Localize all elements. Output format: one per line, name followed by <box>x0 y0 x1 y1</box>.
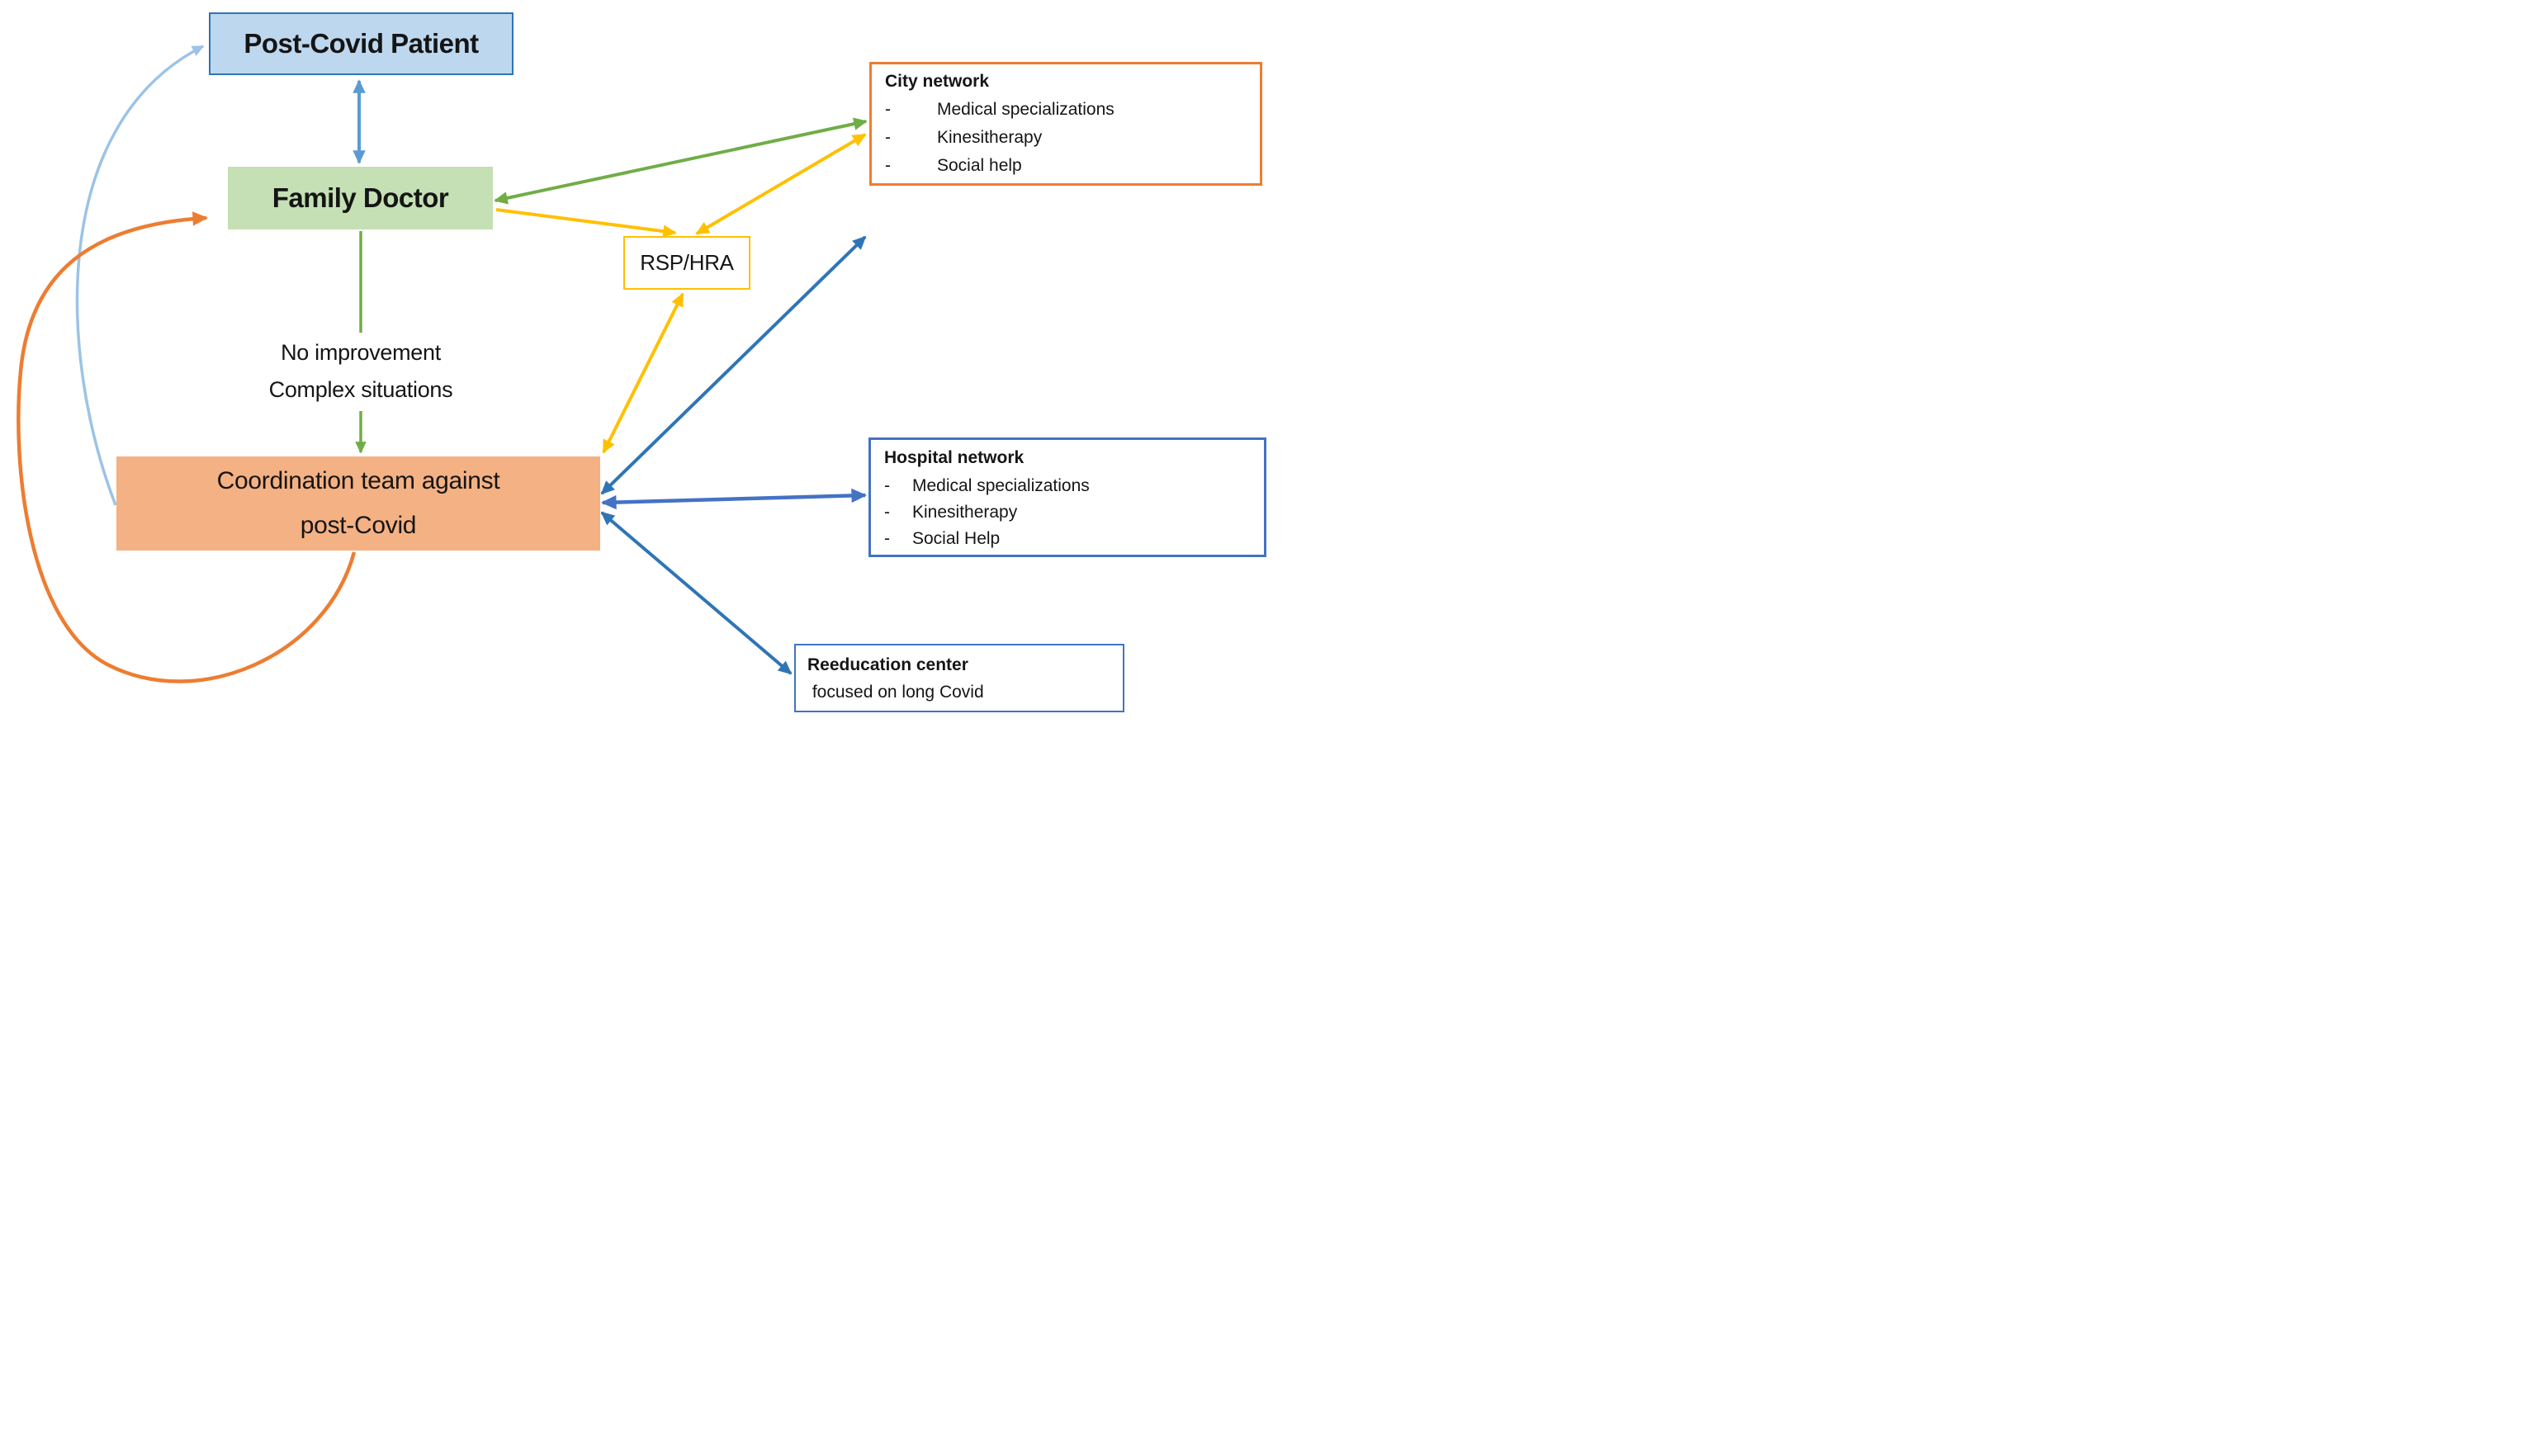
list-bullet: - <box>884 528 890 548</box>
arrow-coordination-hospital <box>600 488 868 510</box>
diagram-canvas: Post-Covid Patient Family Doctor No impr… <box>0 0 1273 728</box>
node-reeducation-center: Reeducation center focused on long Covid <box>794 644 1124 712</box>
node-city-network: City network - Medical specializations -… <box>869 62 1262 186</box>
node-rsp-hra: RSP/HRA <box>623 236 750 290</box>
arrow-doctor-city <box>494 117 868 205</box>
list-item: - Kinesitherapy <box>884 499 1264 526</box>
no-improvement-annotation: No improvement Complex situations <box>268 340 453 402</box>
arrow-coordination-to-patient-curve <box>75 45 205 506</box>
node-post-covid-patient: Post-Covid Patient <box>209 12 513 75</box>
list-item: - Social Help <box>884 526 1264 552</box>
hospital-network-title: Hospital network <box>884 447 1025 467</box>
arrow-coordination-to-doctor-curve <box>17 211 357 683</box>
list-bullet: - <box>885 156 891 175</box>
list-item: - Medical specializations <box>885 96 1260 124</box>
arrow-layer <box>17 45 868 683</box>
city-network-item-2: Kinesitherapy <box>937 128 1043 147</box>
post-covid-patient-label: Post-Covid Patient <box>244 28 479 59</box>
city-network-item-3: Social help <box>937 156 1022 175</box>
arrow-doctor-rsp <box>495 208 677 238</box>
arrow-coordination-reeducation <box>600 511 793 675</box>
node-family-doctor: Family Doctor <box>228 167 493 229</box>
arrow-city-rsp <box>695 133 867 235</box>
reeducation-center-subtitle: focused on long Covid <box>807 682 984 702</box>
list-bullet: - <box>885 100 891 119</box>
hospital-network-item-3: Social Help <box>912 528 1001 548</box>
node-hospital-network: Hospital network - Medical specializatio… <box>868 437 1266 557</box>
node-coordination-team: Coordination team against post-Covid <box>116 456 600 551</box>
family-doctor-label: Family Doctor <box>272 182 449 213</box>
list-item: - Kinesitherapy <box>885 124 1260 152</box>
city-network-item-1: Medical specializations <box>937 100 1114 119</box>
list-item: - Medical specializations <box>884 473 1264 499</box>
reeducation-center-title: Reeducation center <box>807 655 968 674</box>
list-bullet: - <box>884 475 890 495</box>
coordination-team-label: Coordination team against post-Covid <box>216 467 500 539</box>
rsp-hra-label: RSP/HRA <box>640 250 734 275</box>
city-network-title: City network <box>885 72 990 91</box>
hospital-network-item-1: Medical specializations <box>912 475 1090 495</box>
list-bullet: - <box>885 128 891 147</box>
list-bullet: - <box>884 502 890 522</box>
arrow-coordination-upright <box>600 235 867 495</box>
list-item: - Social help <box>885 152 1260 180</box>
hospital-network-item-2: Kinesitherapy <box>912 502 1018 522</box>
